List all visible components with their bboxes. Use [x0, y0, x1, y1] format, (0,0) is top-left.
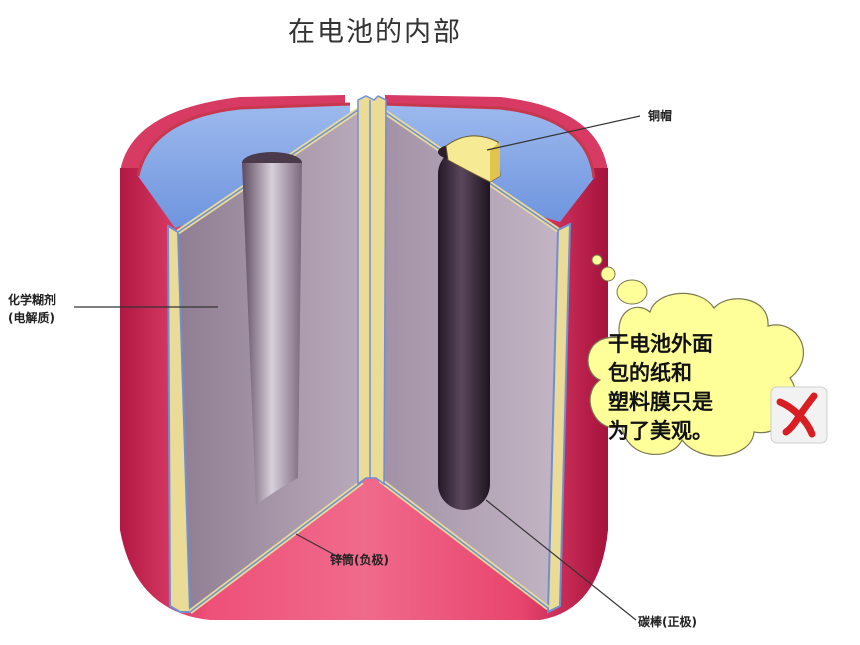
carbon-rod [438, 148, 490, 510]
label-copper-cap: 铜帽 [648, 109, 673, 123]
bubble-line: 塑料膜只是 [608, 390, 713, 414]
label-zinc: 锌筒(负极) [330, 553, 389, 567]
leader-copper-cap [486, 115, 641, 151]
copper-cap-side [490, 142, 500, 182]
bubble-line: 干电池外面 [608, 332, 713, 356]
label-carbon: 碳棒(正极) [638, 615, 697, 629]
center-seam [357, 95, 387, 486]
zinc-lining-left [166, 224, 192, 613]
zinc-lining-right [546, 222, 572, 614]
diagram-title: 在电池的内部 [288, 17, 462, 48]
label-paste: 化学糊剂 [8, 293, 57, 307]
bubble-text: 干电池外面 包的纸和 塑料膜只是 为了美观。 [608, 330, 760, 446]
label-paste-sub: (电解质) [8, 311, 55, 325]
leader-carbon [485, 499, 637, 621]
cross-mark-icon [770, 386, 828, 444]
inner-rim-edge [136, 102, 596, 179]
bubble-line: 包的纸和 [608, 361, 692, 385]
bubble-line: 为了美观。 [608, 419, 713, 443]
leader-zinc [295, 533, 345, 561]
rod-hole [242, 163, 302, 505]
